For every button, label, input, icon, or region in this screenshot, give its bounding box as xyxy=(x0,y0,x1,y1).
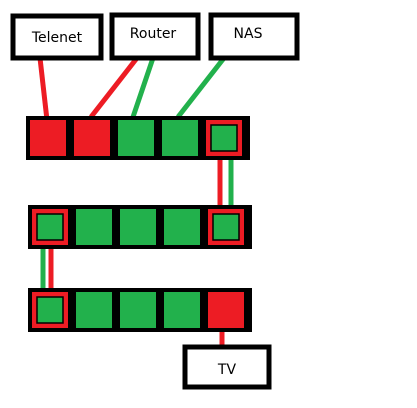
port-2 xyxy=(76,292,112,328)
port-4 xyxy=(164,292,200,328)
switch-3 xyxy=(28,288,252,332)
device-box xyxy=(208,12,300,61)
port-5 xyxy=(208,292,244,328)
device-box xyxy=(182,344,272,390)
switch-1 xyxy=(26,116,250,160)
port-3 xyxy=(120,209,156,245)
device-router: Router xyxy=(109,12,201,61)
switch-2 xyxy=(28,205,252,249)
port-4 xyxy=(162,120,198,156)
port-3 xyxy=(120,292,156,328)
cable-router-switch1-port2 xyxy=(89,56,139,119)
port-4 xyxy=(164,209,200,245)
port-5 xyxy=(212,213,240,241)
cable-router-switch1-port3 xyxy=(130,57,156,118)
device-box xyxy=(109,12,201,61)
device-box xyxy=(10,13,104,61)
device-label-nas: NAS xyxy=(234,26,263,42)
device-label-router: Router xyxy=(130,26,177,42)
cable-telenet-switch1-port1 xyxy=(37,57,50,121)
port-5 xyxy=(210,124,238,152)
port-1 xyxy=(30,120,66,156)
device-nas: NAS xyxy=(208,12,300,61)
cable-nas-switch1-port4 xyxy=(176,56,226,119)
port-1 xyxy=(36,213,64,241)
port-2 xyxy=(74,120,110,156)
device-label-telenet: Telenet xyxy=(31,30,83,46)
device-telenet: Telenet xyxy=(10,13,104,61)
port-1 xyxy=(36,296,64,324)
device-tv: TV xyxy=(182,344,272,390)
port-2 xyxy=(76,209,112,245)
device-label-tv: TV xyxy=(217,362,237,378)
port-3 xyxy=(118,120,154,156)
